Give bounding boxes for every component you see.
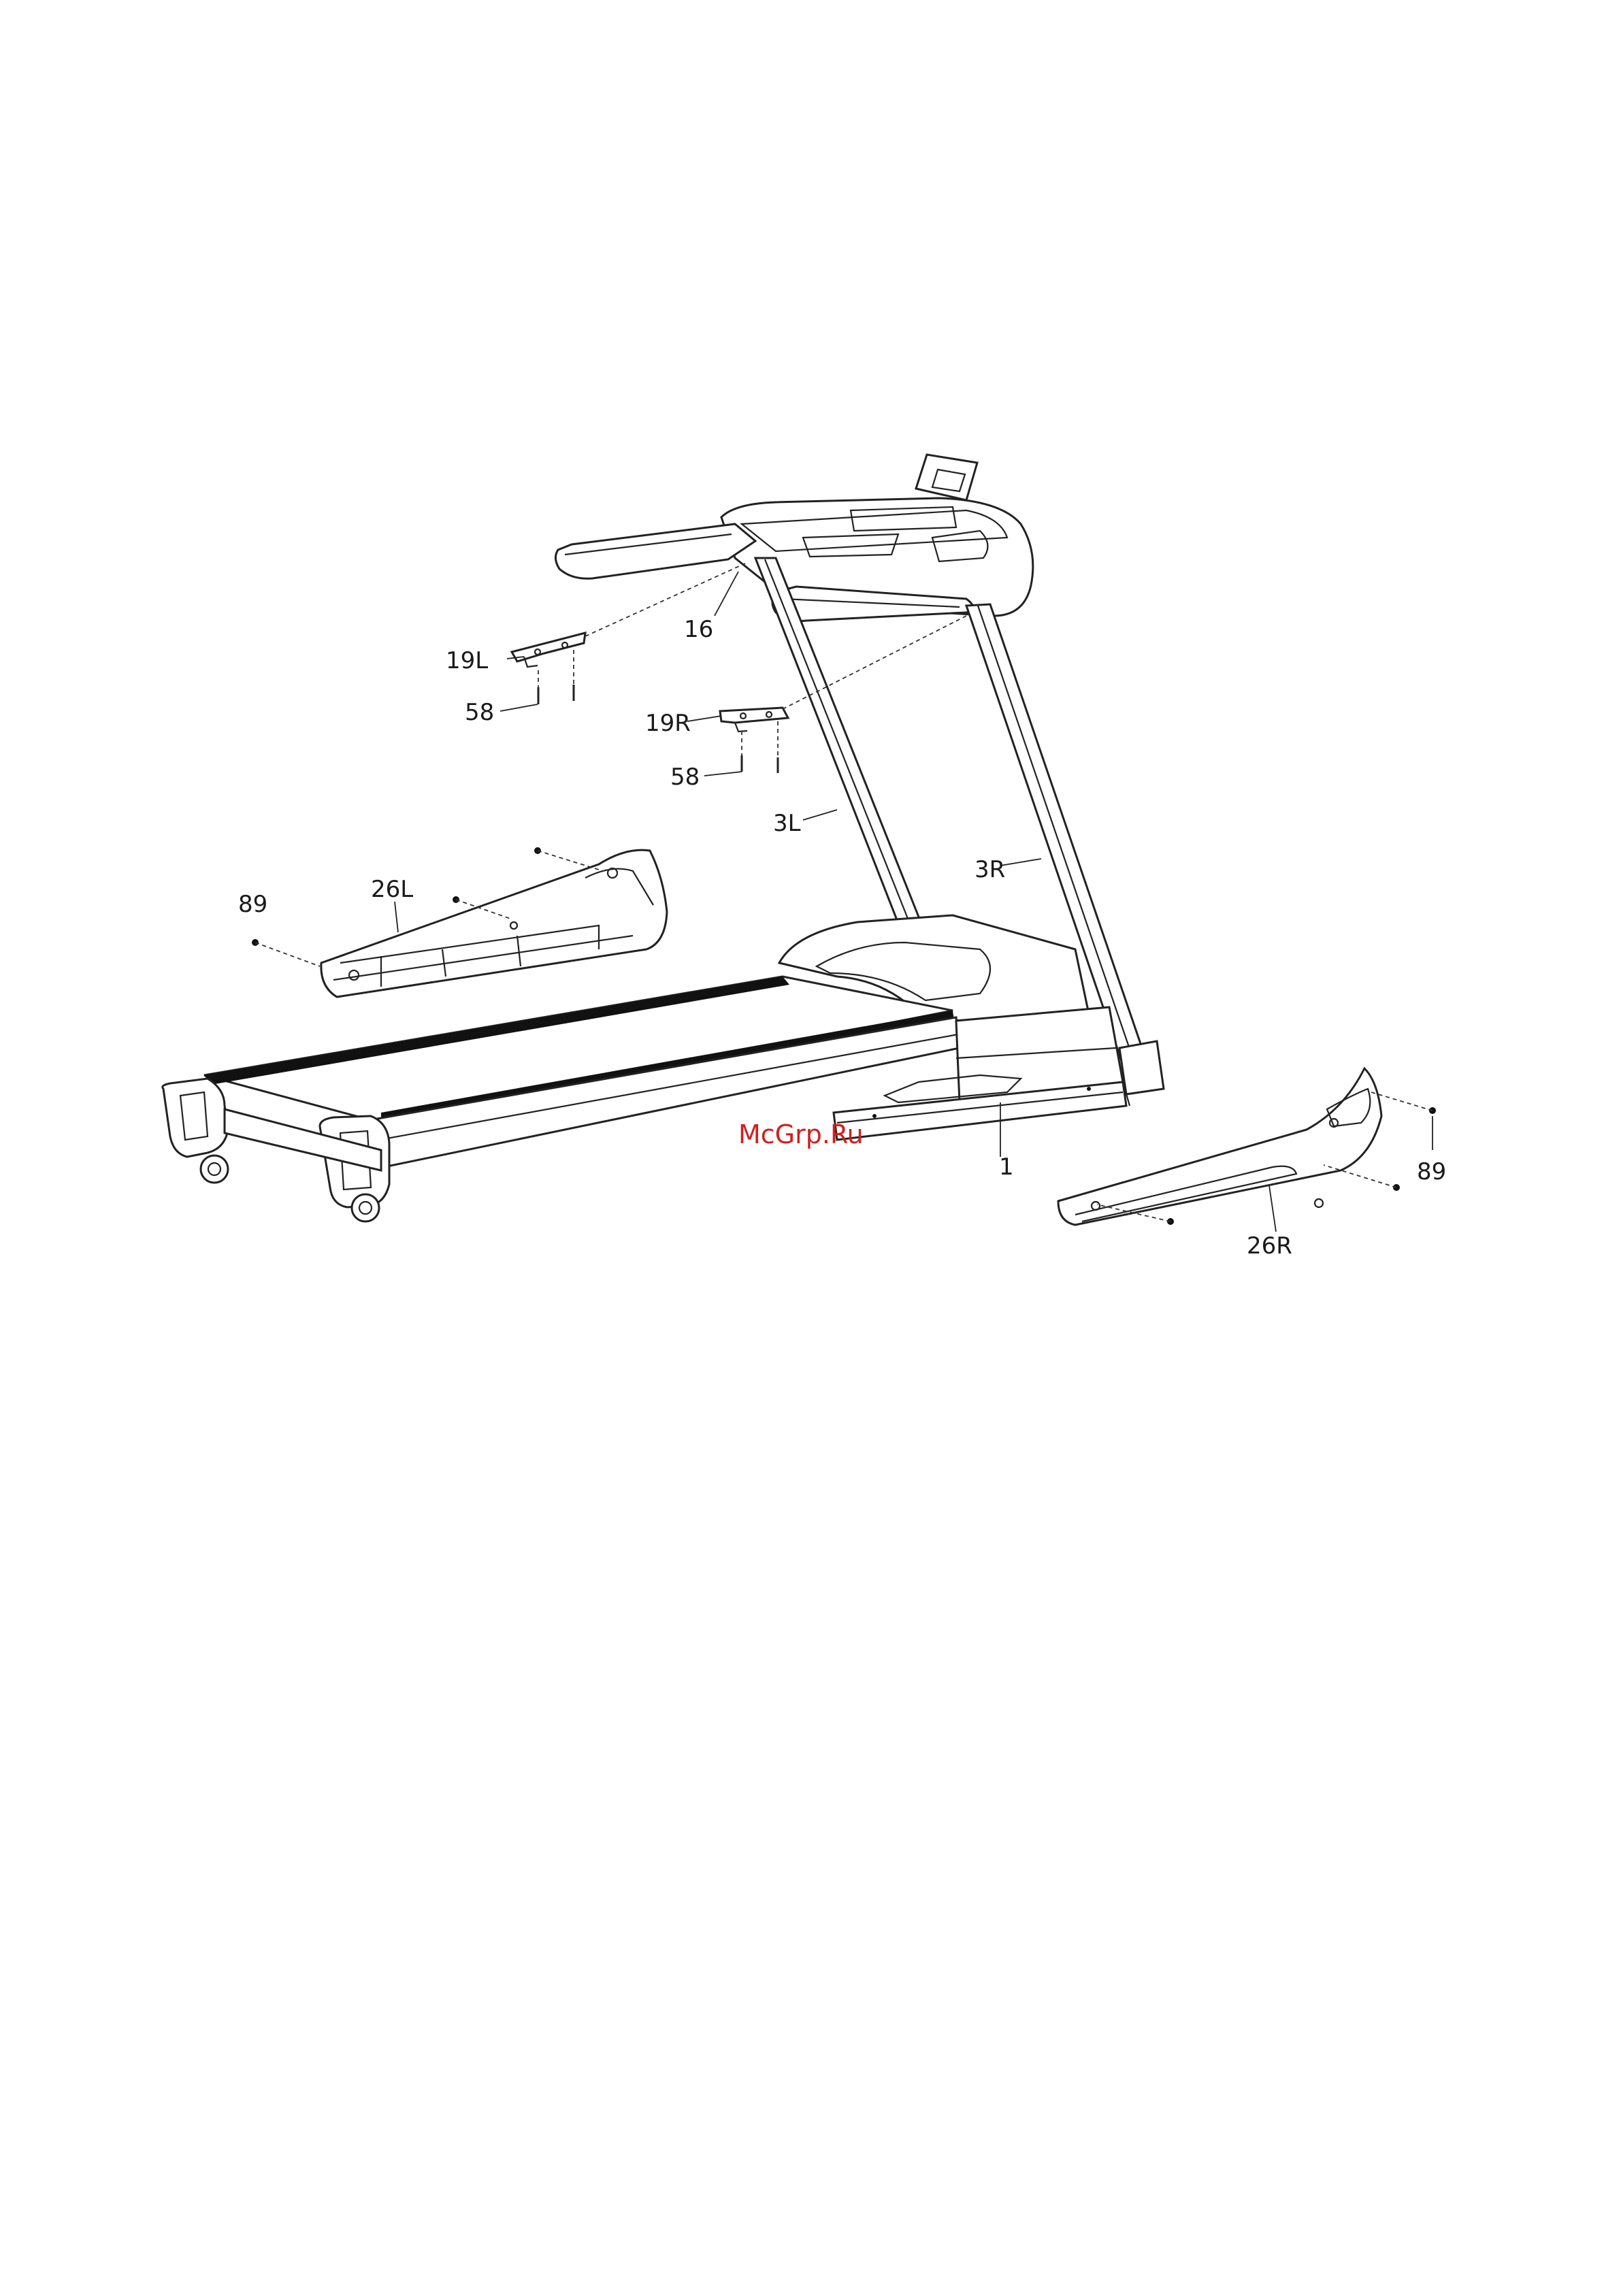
label-58-left: 58: [465, 699, 494, 726]
watermark: McGrp.Ru: [738, 1119, 864, 1149]
label-26L: 26L: [371, 876, 413, 903]
label-1: 1: [999, 1153, 1014, 1181]
label-19L: 19L: [446, 647, 488, 674]
label-89-left: 89: [238, 891, 267, 918]
label-3L: 3L: [773, 810, 801, 837]
side-cover-26L: [321, 850, 667, 997]
label-3R: 3R: [975, 856, 1005, 883]
label-58-right: 58: [670, 764, 700, 791]
label-16: 16: [684, 616, 713, 643]
label-26R: 26R: [1247, 1232, 1292, 1260]
label-89-right: 89: [1417, 1158, 1446, 1185]
bracket-19R: [720, 708, 788, 732]
console: [555, 455, 1032, 621]
label-19R: 19R: [645, 710, 691, 737]
